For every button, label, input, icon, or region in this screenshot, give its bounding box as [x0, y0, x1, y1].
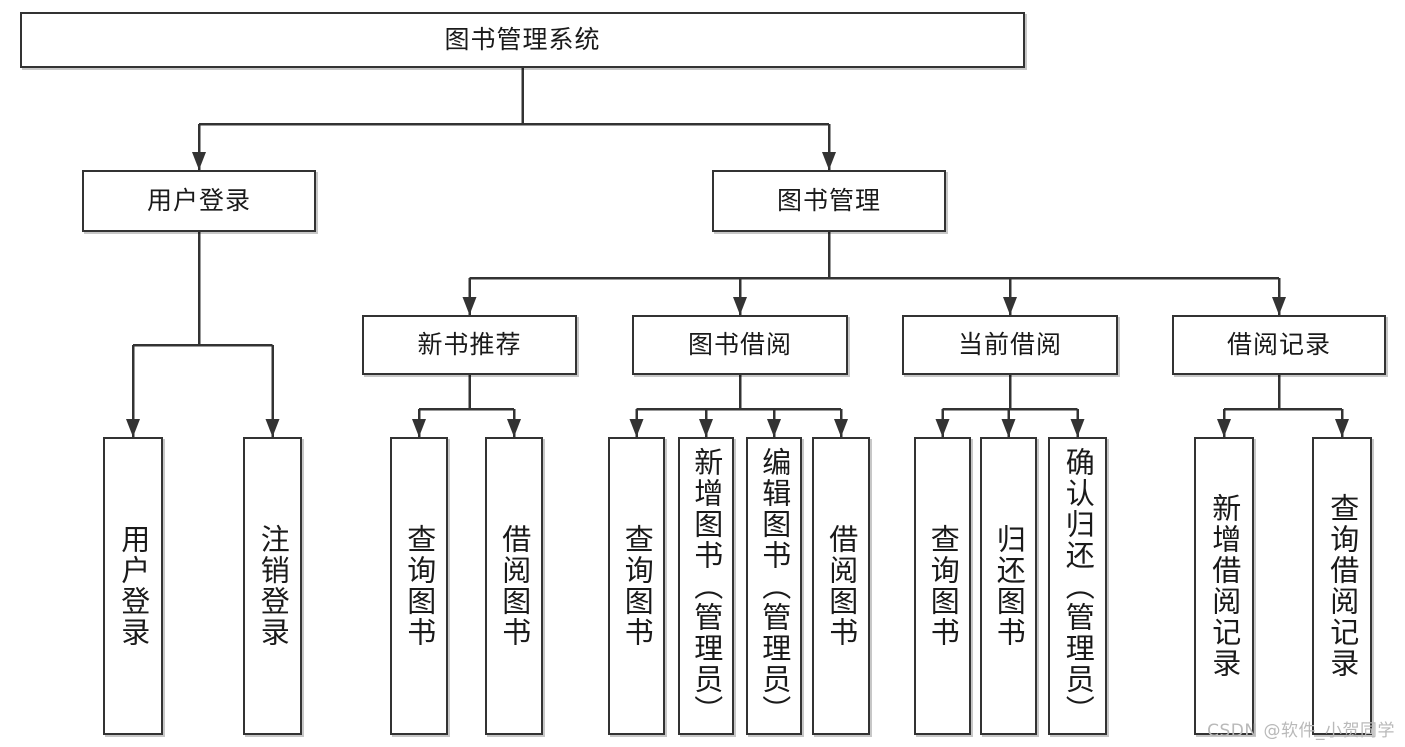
node-book-manage[interactable]: 图书管理 [712, 170, 946, 232]
node-label: 新书推荐 [417, 330, 522, 360]
node-leaf-borrow-book-2[interactable]: 借阅图书 [812, 437, 870, 735]
node-new-book-rec[interactable]: 新书推荐 [362, 315, 577, 375]
node-current-borrow[interactable]: 当前借阅 [902, 315, 1118, 375]
node-leaf-add-record[interactable]: 新增借阅记录 [1194, 437, 1254, 735]
node-user-login[interactable]: 用户登录 [82, 170, 316, 232]
node-leaf-return-book[interactable]: 归还图书 [980, 437, 1037, 735]
node-leaf-borrow-book-1[interactable]: 借阅图书 [485, 437, 543, 735]
node-label: 查询借阅记录 [1325, 493, 1360, 679]
watermark: CSDN @软件_小贺同学 [1207, 721, 1395, 741]
node-borrow-record[interactable]: 借阅记录 [1172, 315, 1386, 375]
node-root[interactable]: 图书管理系统 [20, 12, 1025, 68]
node-leaf-logout[interactable]: 注销登录 [243, 437, 302, 735]
node-leaf-query-book-1[interactable]: 查询图书 [390, 437, 448, 735]
node-label: 新增借阅记录 [1207, 493, 1242, 679]
node-label: 用户登录 [116, 524, 151, 648]
node-label: 查询图书 [926, 524, 961, 648]
node-label: 编辑图书（管理员） [757, 446, 792, 726]
node-label: 当前借阅 [957, 330, 1062, 360]
node-label: 用户登录 [146, 186, 251, 216]
node-label: 新增图书（管理员） [689, 446, 724, 726]
node-leaf-query-book-3[interactable]: 查询图书 [914, 437, 971, 735]
node-label: 借阅图书 [824, 524, 859, 648]
node-label: 图书管理系统 [444, 25, 601, 55]
node-leaf-edit-book[interactable]: 编辑图书（管理员） [746, 437, 802, 735]
node-leaf-query-book-2[interactable]: 查询图书 [608, 437, 665, 735]
node-label: 确认归还（管理员） [1061, 446, 1096, 726]
node-label: 查询图书 [402, 524, 437, 648]
node-label: 查询图书 [620, 524, 655, 648]
node-label: 借阅图书 [497, 524, 532, 648]
node-label: 归还图书 [992, 524, 1027, 648]
node-book-borrow[interactable]: 图书借阅 [632, 315, 848, 375]
node-label: 注销登录 [256, 524, 291, 648]
node-label: 图书借阅 [687, 330, 792, 360]
node-leaf-add-book[interactable]: 新增图书（管理员） [678, 437, 734, 735]
node-leaf-query-record[interactable]: 查询借阅记录 [1312, 437, 1372, 735]
node-label: 借阅记录 [1226, 330, 1331, 360]
node-leaf-confirm-return[interactable]: 确认归还（管理员） [1048, 437, 1107, 735]
node-leaf-user-login[interactable]: 用户登录 [103, 437, 163, 735]
node-label: 图书管理 [776, 186, 881, 216]
